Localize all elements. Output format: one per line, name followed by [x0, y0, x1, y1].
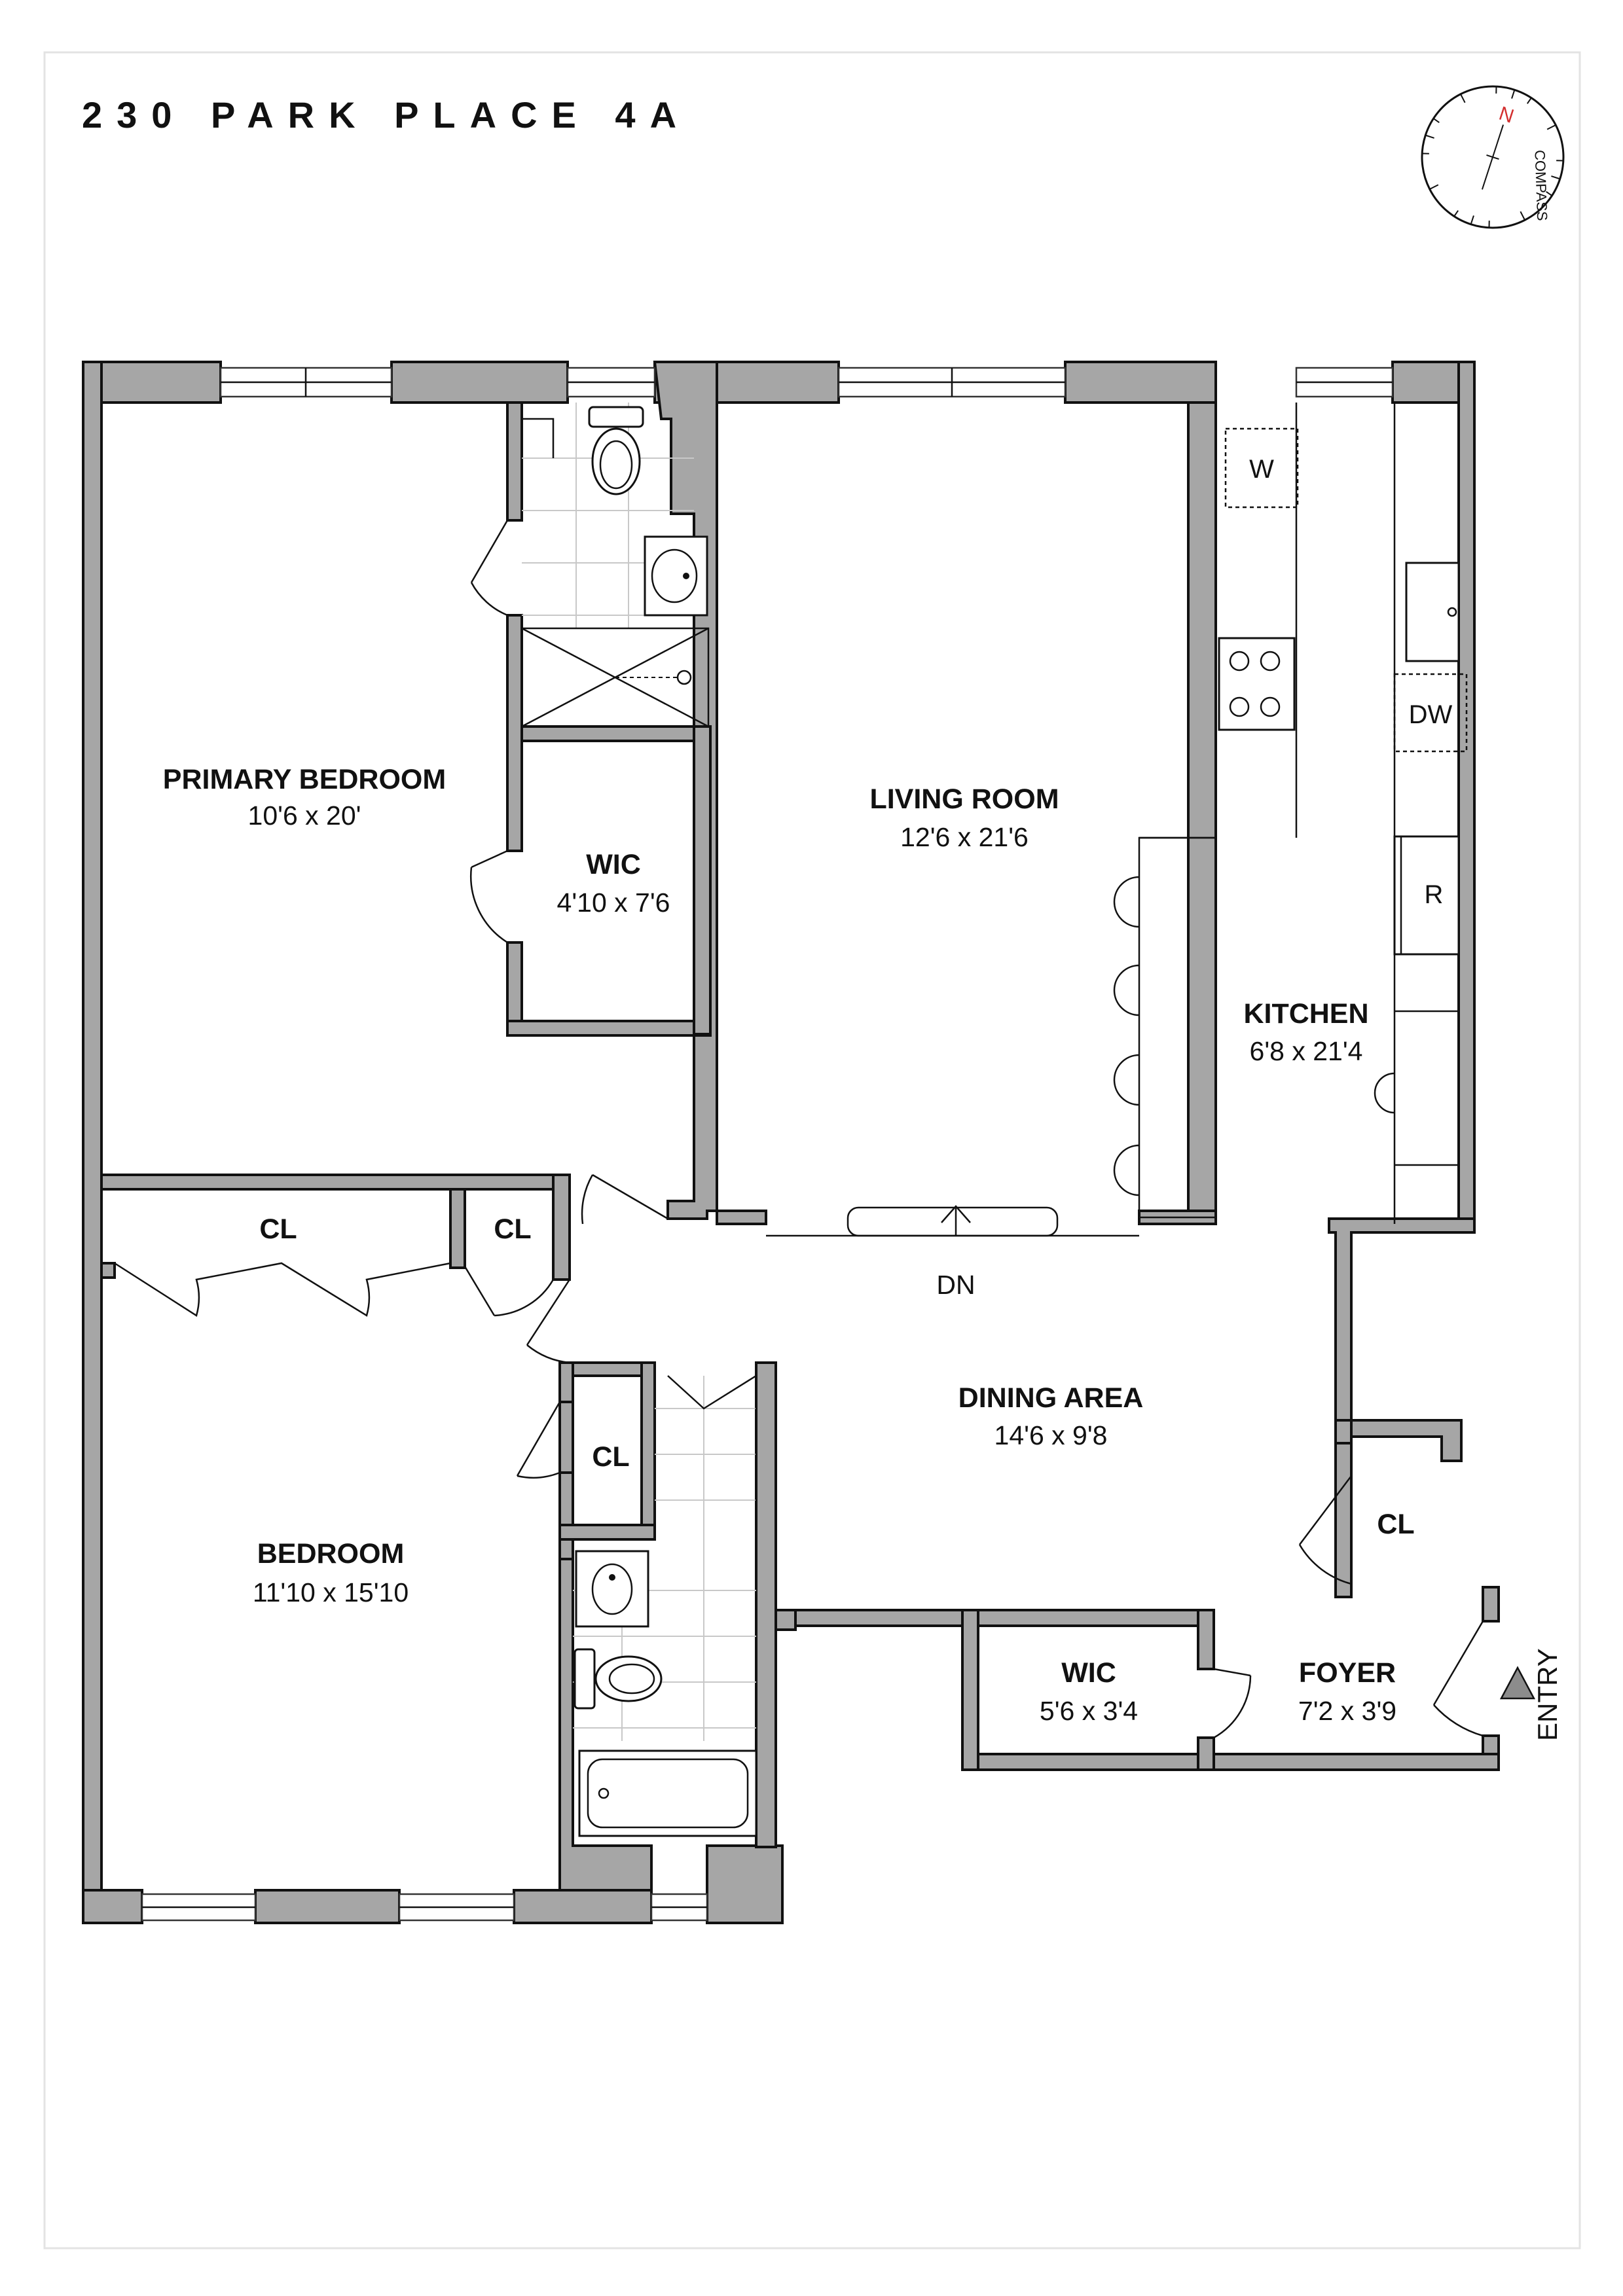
- wall: [1197, 1609, 1215, 1670]
- wall: [1334, 1419, 1353, 1444]
- toilet-icon: [574, 1648, 663, 1710]
- door: [516, 1401, 561, 1479]
- bath-2: [573, 1374, 757, 1837]
- refrigerator-icon: R: [1393, 835, 1460, 956]
- wall: [775, 1609, 797, 1631]
- wall: [693, 725, 712, 1035]
- closets-primary: [114, 1262, 555, 1317]
- wall: [100, 1262, 116, 1279]
- room-name-wic-primary: WIC: [586, 849, 641, 880]
- wall: [640, 1361, 656, 1541]
- door: [1213, 1668, 1252, 1739]
- stove-icon: [1218, 637, 1296, 731]
- dishwasher-label: DW: [1409, 700, 1453, 729]
- sink-icon: [644, 535, 708, 617]
- refrigerator-label: R: [1425, 880, 1444, 909]
- washer-label: W: [1249, 455, 1274, 484]
- door: [526, 1279, 571, 1364]
- wall: [1187, 401, 1217, 1219]
- wall: [1064, 361, 1217, 404]
- room-dims-foyer: 7'2 x 3'9: [1298, 1696, 1396, 1726]
- closet-label-bedroom: CL: [592, 1441, 629, 1473]
- wall: [1197, 1736, 1215, 1771]
- room-name-living-room: LIVING ROOM: [869, 783, 1059, 815]
- kitchen-fixtures: W DW R: [1113, 403, 1468, 1224]
- page-border: [43, 51, 1581, 2250]
- door: [1298, 1443, 1353, 1597]
- wall: [961, 1609, 979, 1771]
- bath-1: [520, 403, 710, 728]
- wall: [1457, 361, 1476, 1234]
- kitchen-sink-icon: [1405, 562, 1460, 662]
- plan-title: 230 PARK PLACE 4A: [82, 94, 691, 135]
- wall: [1328, 1217, 1476, 1598]
- wall: [558, 1471, 574, 1526]
- wall: [755, 1361, 777, 1848]
- entry-door[interactable]: [1432, 1621, 1536, 1737]
- wall: [558, 1524, 656, 1541]
- door: [470, 520, 509, 617]
- room-name-primary-bedroom: PRIMARY BEDROOM: [163, 764, 446, 795]
- bathtub-icon: [578, 1749, 757, 1837]
- wall: [558, 1361, 574, 1403]
- wall: [716, 1210, 767, 1225]
- dishwasher-icon: DW: [1393, 673, 1468, 753]
- toilet-icon: [588, 406, 644, 495]
- wall: [1482, 1586, 1500, 1623]
- closet-label-large: CL: [259, 1213, 297, 1245]
- door: [470, 850, 508, 944]
- room-dims-bedroom: 11'10 x 15'10: [253, 1577, 409, 1607]
- compass-text: COMPASS: [1531, 150, 1550, 221]
- closet-label-dining: CL: [1377, 1509, 1414, 1540]
- room-name-foyer: FOYER: [1299, 1657, 1396, 1689]
- wall: [506, 1020, 712, 1037]
- wall: [961, 1753, 1500, 1771]
- room-dims-living-room: 12'6 x 21'6: [900, 822, 1029, 852]
- wall: [506, 401, 523, 522]
- washer-icon: W: [1224, 427, 1299, 509]
- room-dims-wic-foyer: 5'6 x 3'4: [1040, 1696, 1138, 1726]
- room-name-kitchen: KITCHEN: [1243, 998, 1368, 1030]
- wall: [82, 361, 103, 1924]
- step-down: [766, 1205, 1139, 1237]
- closet-label-small: CL: [494, 1213, 531, 1245]
- room-dims-dining-area: 14'6 x 9'8: [994, 1420, 1108, 1450]
- wall: [558, 1538, 574, 1560]
- room-name-wic-foyer: WIC: [1061, 1657, 1116, 1689]
- entry-label: ENTRY: [1532, 1648, 1563, 1741]
- windows: [141, 367, 1394, 1922]
- wall: [706, 1844, 784, 1924]
- room-name-dining-area: DINING AREA: [958, 1382, 1144, 1414]
- wall: [552, 1174, 571, 1281]
- room-dims-kitchen: 6'8 x 21'4: [1250, 1036, 1363, 1066]
- wall: [82, 361, 222, 404]
- wall: [390, 361, 569, 404]
- wall: [513, 1889, 653, 1924]
- entry-arrow-icon: [1499, 1666, 1536, 1700]
- wall: [82, 1889, 143, 1924]
- room-dims-wic-primary: 4'10 x 7'6: [557, 888, 670, 918]
- compass: N COMPASS: [1421, 85, 1565, 229]
- wall: [254, 1889, 401, 1924]
- wall: [506, 614, 523, 852]
- room-name-bedroom: BEDROOM: [257, 1538, 405, 1570]
- wall: [520, 725, 712, 742]
- room-dims-primary-bedroom: 10'6 x 20': [248, 800, 361, 831]
- wall: [100, 1174, 571, 1191]
- wall: [775, 1609, 1215, 1627]
- door: [581, 1174, 668, 1225]
- wall: [449, 1188, 466, 1269]
- down-label: DN: [936, 1270, 975, 1300]
- sink-icon: [575, 1550, 649, 1628]
